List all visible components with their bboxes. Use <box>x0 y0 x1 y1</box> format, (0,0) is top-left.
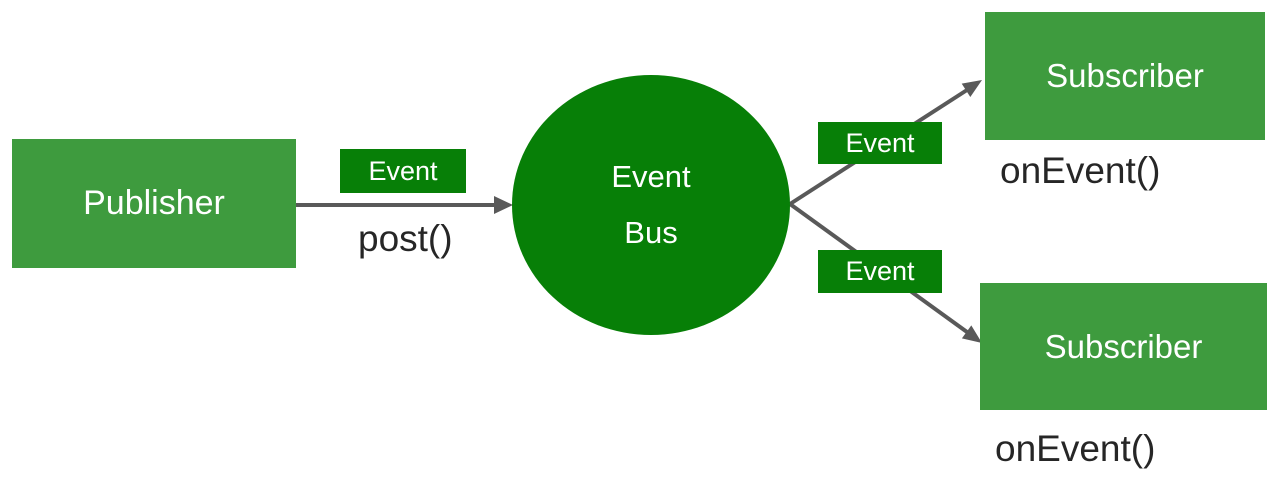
onevent-method-label-bottom: onEvent() <box>995 428 1156 469</box>
event-badge-subscriber-bottom: Event <box>818 250 942 293</box>
event-badge-publish: Event <box>340 149 466 193</box>
publisher-node: Publisher <box>12 139 296 268</box>
event-bus-node: Event Bus <box>512 75 790 335</box>
publisher-label: Publisher <box>83 184 225 222</box>
post-method-label: post() <box>358 218 453 259</box>
subscriber-bottom-label: Subscriber <box>1044 327 1203 365</box>
arrowhead-bus-to-subscriber-top-icon <box>961 80 982 97</box>
subscriber-top-node: Subscriber <box>985 12 1265 140</box>
arrowhead-publisher-to-bus-icon <box>494 196 513 214</box>
onevent-method-label-top: onEvent() <box>1000 150 1161 191</box>
event-bus-label-line1: Event <box>611 159 691 194</box>
event-badge-subscriber-top: Event <box>818 122 942 164</box>
subscriber-bottom-node: Subscriber <box>980 283 1267 410</box>
arrowhead-bus-to-subscriber-bottom-icon <box>961 325 982 343</box>
subscriber-top-label: Subscriber <box>1046 57 1204 94</box>
event-bus-label-line2: Bus <box>624 215 678 250</box>
